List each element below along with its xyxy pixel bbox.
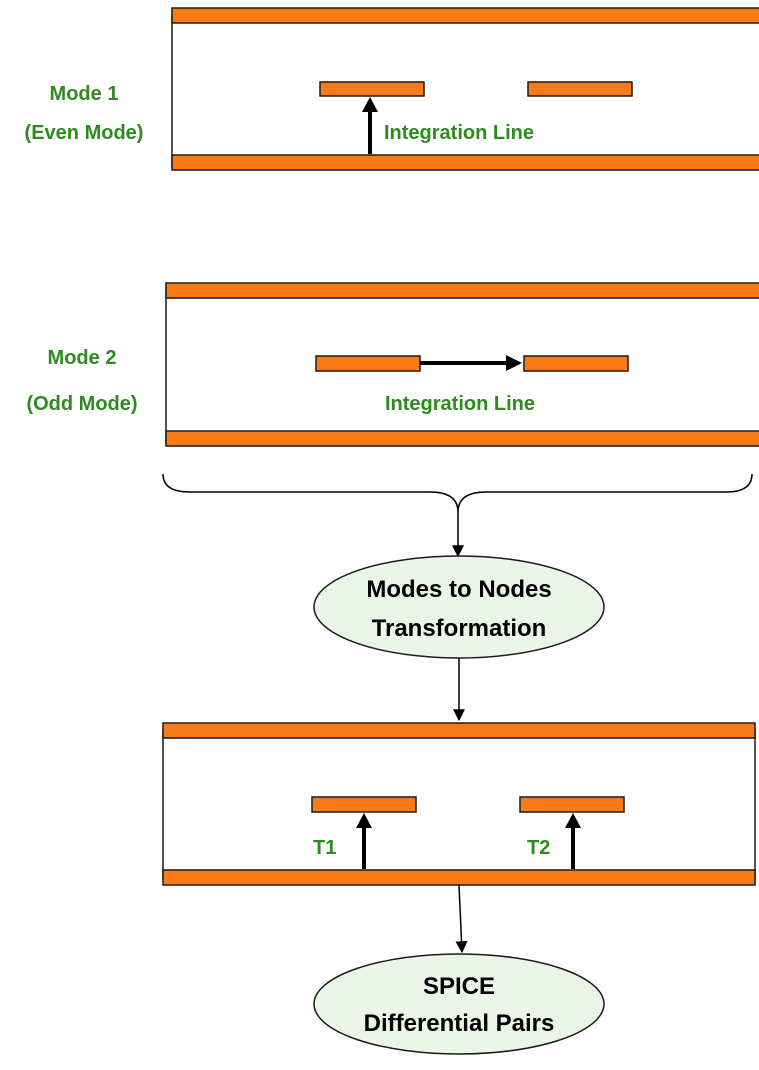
- transform-label-line1: Modes to Nodes: [366, 576, 551, 603]
- spice-label-line1: SPICE: [423, 973, 495, 1000]
- terminal-trace-left: [311, 796, 417, 813]
- mode2-trace-left: [315, 355, 421, 372]
- combine-brace: [162, 473, 753, 513]
- mode2-subtitle: (Odd Mode): [26, 393, 137, 415]
- mode1-dielectric-box: [171, 15, 759, 169]
- terminal-bottom-plate: [162, 869, 756, 886]
- mode1-title: Mode 1: [50, 83, 119, 105]
- mode2-arrowhead: [506, 355, 522, 371]
- nodes-to-spice-arrow: [455, 884, 468, 954]
- t1-arrowhead: [356, 813, 372, 828]
- spice-ellipse: [313, 953, 605, 1055]
- transform-label-line2: Transformation: [372, 615, 547, 642]
- mode2-title: Mode 2: [48, 347, 117, 369]
- mode1-top-plate: [171, 7, 759, 24]
- spice-node: SPICE Differential Pairs: [313, 953, 605, 1055]
- mode1-arrowhead: [362, 97, 378, 112]
- terminal-panel: T1 T2: [162, 722, 756, 886]
- mode2-top-plate: [165, 282, 759, 299]
- mode1-subtitle: (Even Mode): [25, 122, 144, 144]
- terminal-trace-right: [519, 796, 625, 813]
- transform-ellipse: [313, 555, 605, 659]
- mode1-panel: Integration Line: [171, 7, 759, 171]
- mode2-integration-label: Integration Line: [385, 393, 535, 415]
- mode2-dielectric-box: [165, 289, 759, 445]
- mode2-bottom-plate: [165, 430, 759, 447]
- t2-arrowhead: [565, 813, 581, 828]
- mode1-trace-right: [527, 81, 633, 97]
- t2-label: T2: [527, 837, 550, 859]
- terminal-top-plate: [162, 722, 756, 739]
- mode2-panel: Integration Line: [165, 282, 759, 447]
- mode1-bottom-plate: [171, 154, 759, 171]
- t1-label: T1: [313, 837, 336, 859]
- terminal-dielectric-box: [162, 729, 756, 881]
- spice-label-line2: Differential Pairs: [364, 1010, 555, 1037]
- mode2-trace-right: [523, 355, 629, 372]
- mode1-trace-left: [319, 81, 425, 97]
- mode1-integration-label: Integration Line: [384, 122, 534, 144]
- transform-node: Modes to Nodes Transformation: [313, 555, 605, 659]
